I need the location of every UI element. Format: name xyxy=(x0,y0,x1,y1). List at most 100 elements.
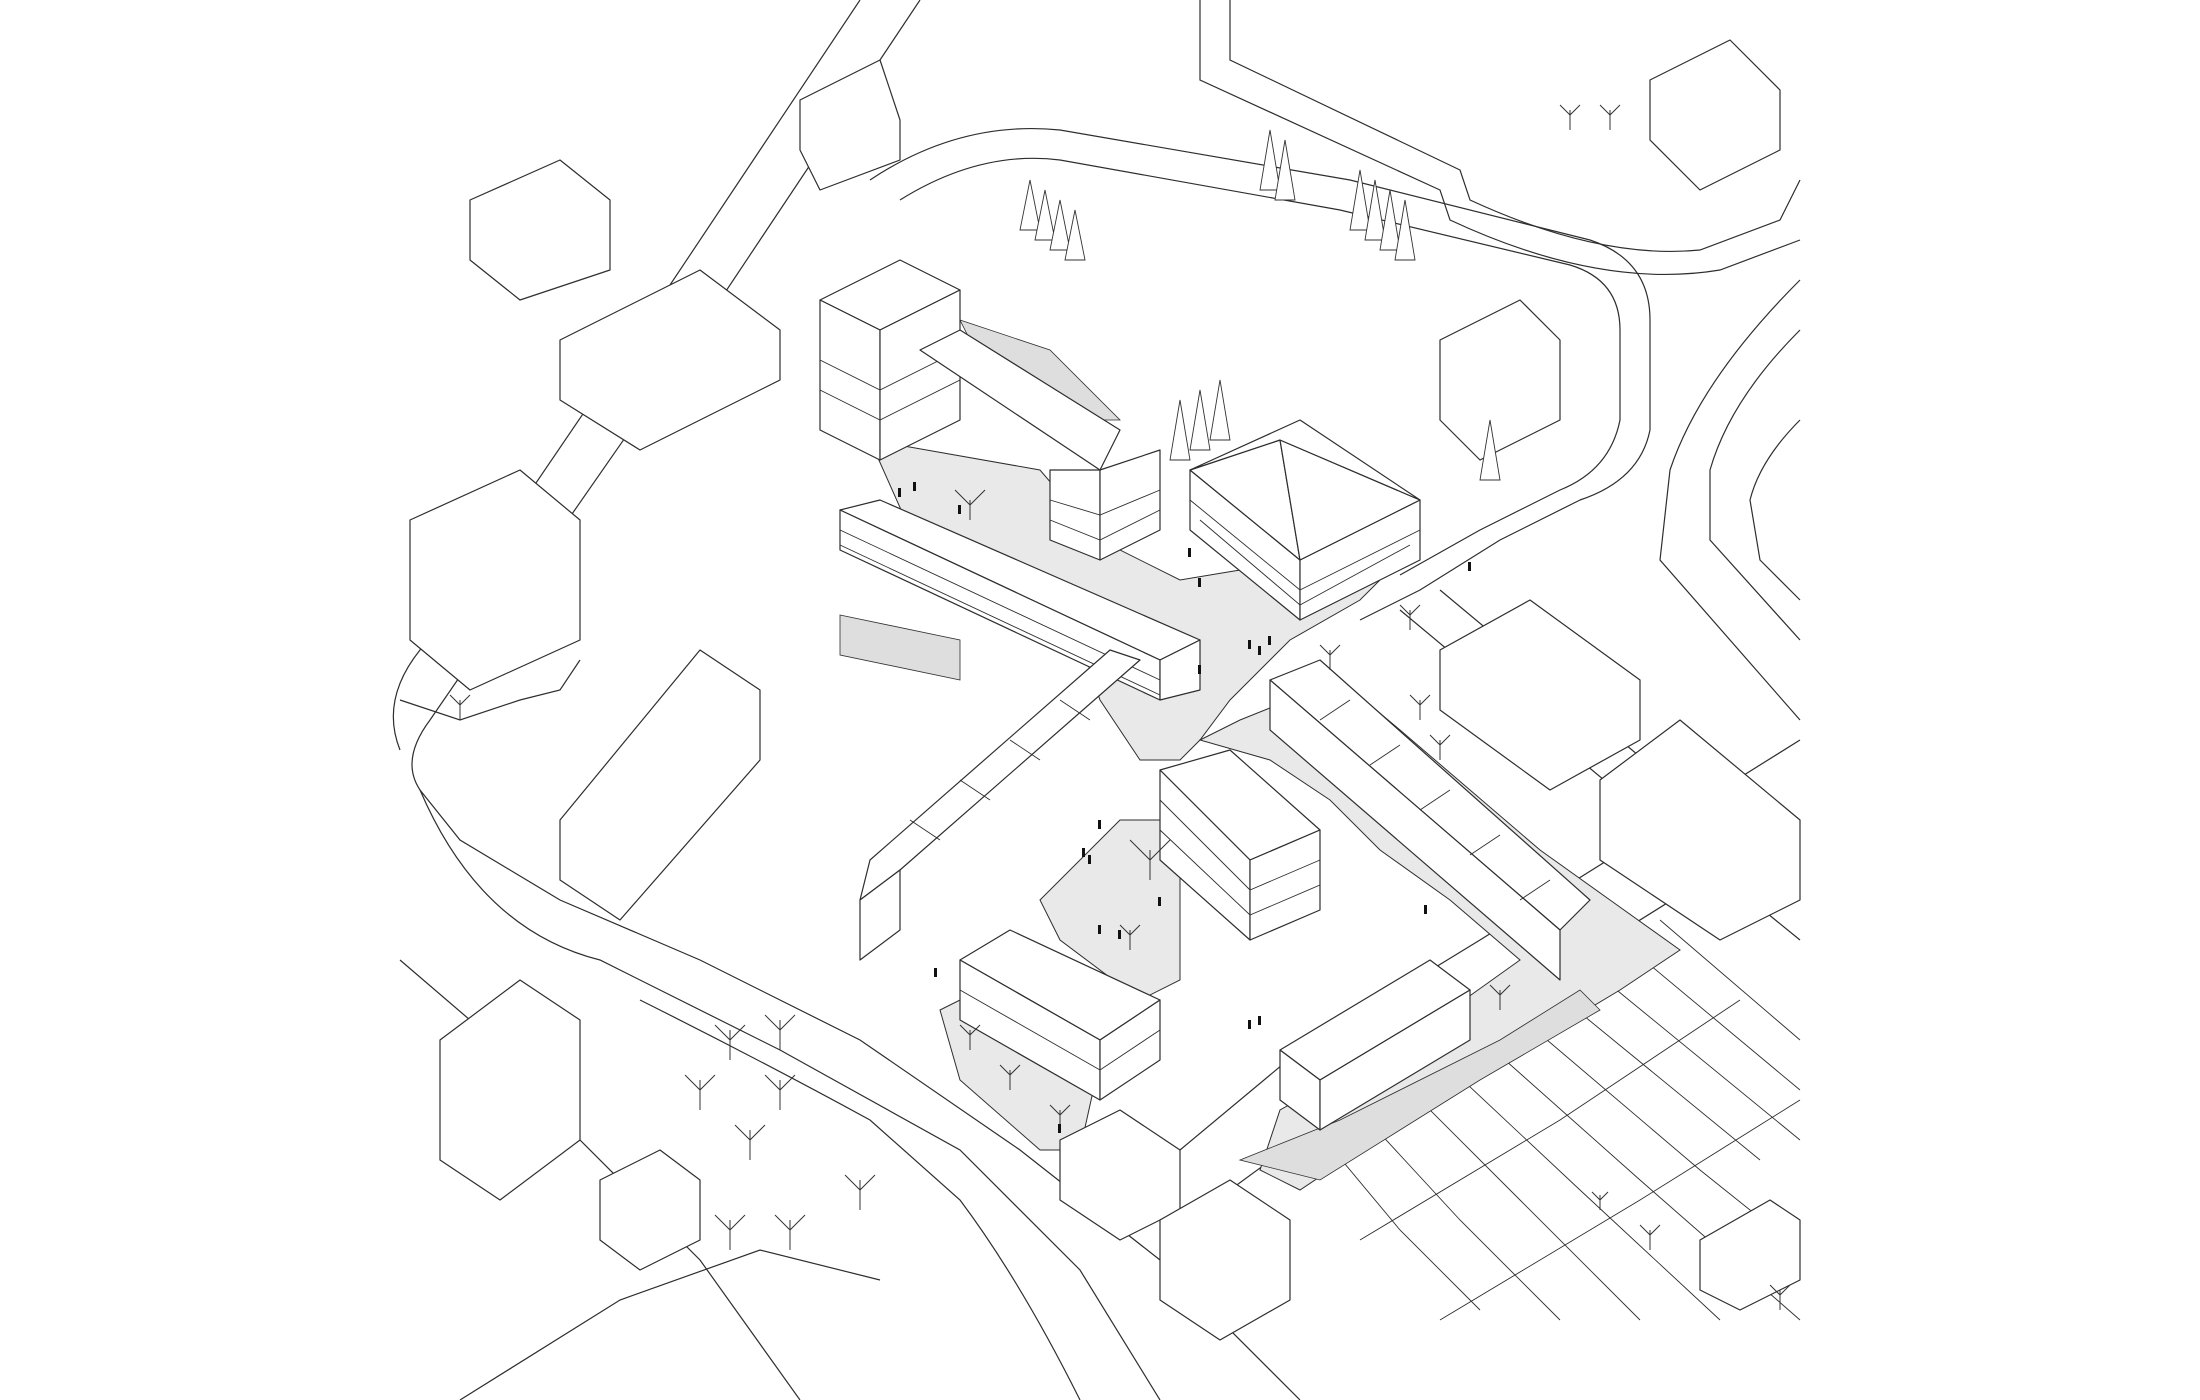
bg-bldg-9 xyxy=(1439,599,1641,791)
pyramid-floor-line-1 xyxy=(1189,499,1421,591)
long-slab-building xyxy=(839,499,1201,701)
plaza-hatched-strip-1 xyxy=(839,614,961,681)
conifer-tree xyxy=(1394,199,1416,261)
east-row-divider-1 xyxy=(1319,699,1351,721)
person-figure xyxy=(1268,636,1271,645)
east-row-front xyxy=(1269,679,1561,981)
person-figure xyxy=(913,482,916,491)
street-lower-left xyxy=(419,789,1161,1400)
person-figure xyxy=(1082,848,1085,857)
parcel-cross-2 xyxy=(1439,1099,1801,1321)
conifer-tree xyxy=(1019,179,1041,231)
north-loop-inner xyxy=(899,157,1621,576)
parcel-line-10 xyxy=(1659,919,1801,1041)
east-road-1 xyxy=(1659,279,1801,721)
northwest-block xyxy=(819,259,961,461)
tree-icon xyxy=(774,1214,806,1250)
person-figure xyxy=(898,488,901,497)
east-road-2 xyxy=(1709,329,1801,641)
sloped-floor-2 xyxy=(1049,509,1161,541)
nw-block-floor-1 xyxy=(819,349,961,391)
tree-icon xyxy=(954,489,986,520)
east-row-divider-5 xyxy=(1519,879,1551,901)
west-row-gable-2 xyxy=(959,779,991,801)
tree-icon xyxy=(1409,694,1431,720)
courtyard-floor-1 xyxy=(1159,799,1321,891)
person-figure xyxy=(1188,548,1191,557)
tree-icon xyxy=(1119,924,1141,950)
tree-icon xyxy=(1559,104,1581,130)
parcel-line-4 xyxy=(1419,1039,1721,1321)
conifer-tree xyxy=(1349,169,1371,231)
tree-icon xyxy=(764,1014,796,1050)
tree-icon xyxy=(1599,104,1621,130)
conifer-tree xyxy=(1379,189,1401,251)
people-figures xyxy=(898,482,1471,1133)
bg-bldg-13 xyxy=(1159,1179,1291,1341)
bg-bldg-14 xyxy=(1699,1199,1801,1311)
bg-bldg-3 xyxy=(559,269,781,451)
courtyard-floor-2 xyxy=(1159,829,1321,916)
conifer-tree xyxy=(1479,419,1501,481)
park-crossline xyxy=(459,1249,881,1400)
tree-icon xyxy=(1591,1191,1609,1210)
west-row-gable-3 xyxy=(1009,739,1041,761)
plaza-hatched-strip-3 xyxy=(1238,989,1601,1181)
west-row-gable-1 xyxy=(909,819,941,841)
tree-icon xyxy=(1639,1224,1661,1250)
bg-bldg-5 xyxy=(559,649,761,921)
sloped-side xyxy=(1099,449,1161,561)
pyramid-floor-line-2 xyxy=(1199,519,1411,606)
south-long-block xyxy=(959,929,1161,1101)
tree-icon xyxy=(734,1124,766,1160)
conifer-tree xyxy=(1064,209,1086,261)
se-row-side xyxy=(1319,989,1471,1131)
tree-icon xyxy=(844,1174,876,1210)
pyramid-roof-back xyxy=(1189,419,1421,501)
person-figure xyxy=(1198,665,1201,674)
east-row-houses xyxy=(1269,659,1591,981)
person-figure xyxy=(1098,820,1101,829)
main-street-curve-west xyxy=(399,659,581,721)
conifer-trees xyxy=(1019,129,1501,481)
conifer-tree xyxy=(1169,399,1191,461)
pyramid-roof-building xyxy=(1189,419,1421,621)
east-row-divider-4 xyxy=(1469,834,1501,856)
tree-icon xyxy=(1129,839,1171,880)
bg-bldg-2 xyxy=(799,59,901,191)
north-road-east-2 xyxy=(1199,0,1801,276)
conifer-tree xyxy=(1034,189,1056,241)
tree-icon xyxy=(714,1024,746,1060)
person-figure xyxy=(1248,640,1251,649)
bg-bldg-6 xyxy=(439,979,581,1201)
background-buildings xyxy=(409,39,1801,1341)
person-figure xyxy=(1158,897,1161,906)
person-figure xyxy=(1098,925,1101,934)
person-figure xyxy=(1058,1124,1061,1133)
person-figure xyxy=(1258,646,1261,655)
nw-block-right xyxy=(879,289,961,461)
south-block-floor-1 xyxy=(959,989,1161,1071)
plaza-courtyard-sw xyxy=(1039,819,1181,1001)
conifer-tree xyxy=(1274,139,1296,201)
north-road-east xyxy=(1229,0,1801,253)
tree-icon xyxy=(449,694,471,720)
tree-icon xyxy=(959,1024,981,1050)
person-figure xyxy=(958,505,961,514)
tree-icon xyxy=(1399,604,1421,630)
nw-block-floor-2 xyxy=(819,379,961,421)
main-street-edge-north xyxy=(411,0,1301,1400)
west-row-gable-4 xyxy=(1059,699,1091,721)
east-road-3 xyxy=(1749,419,1801,601)
tree-icon xyxy=(1319,644,1341,670)
long-slab-end xyxy=(1159,639,1201,701)
conifer-tree xyxy=(1049,199,1071,251)
tree-icon xyxy=(714,1214,746,1250)
bg-bldg-8 xyxy=(1439,299,1561,461)
bg-bldg-10 xyxy=(1599,719,1801,941)
east-row-divider-3 xyxy=(1419,789,1451,811)
person-figure xyxy=(1468,562,1471,571)
tree-icon xyxy=(764,1074,796,1110)
